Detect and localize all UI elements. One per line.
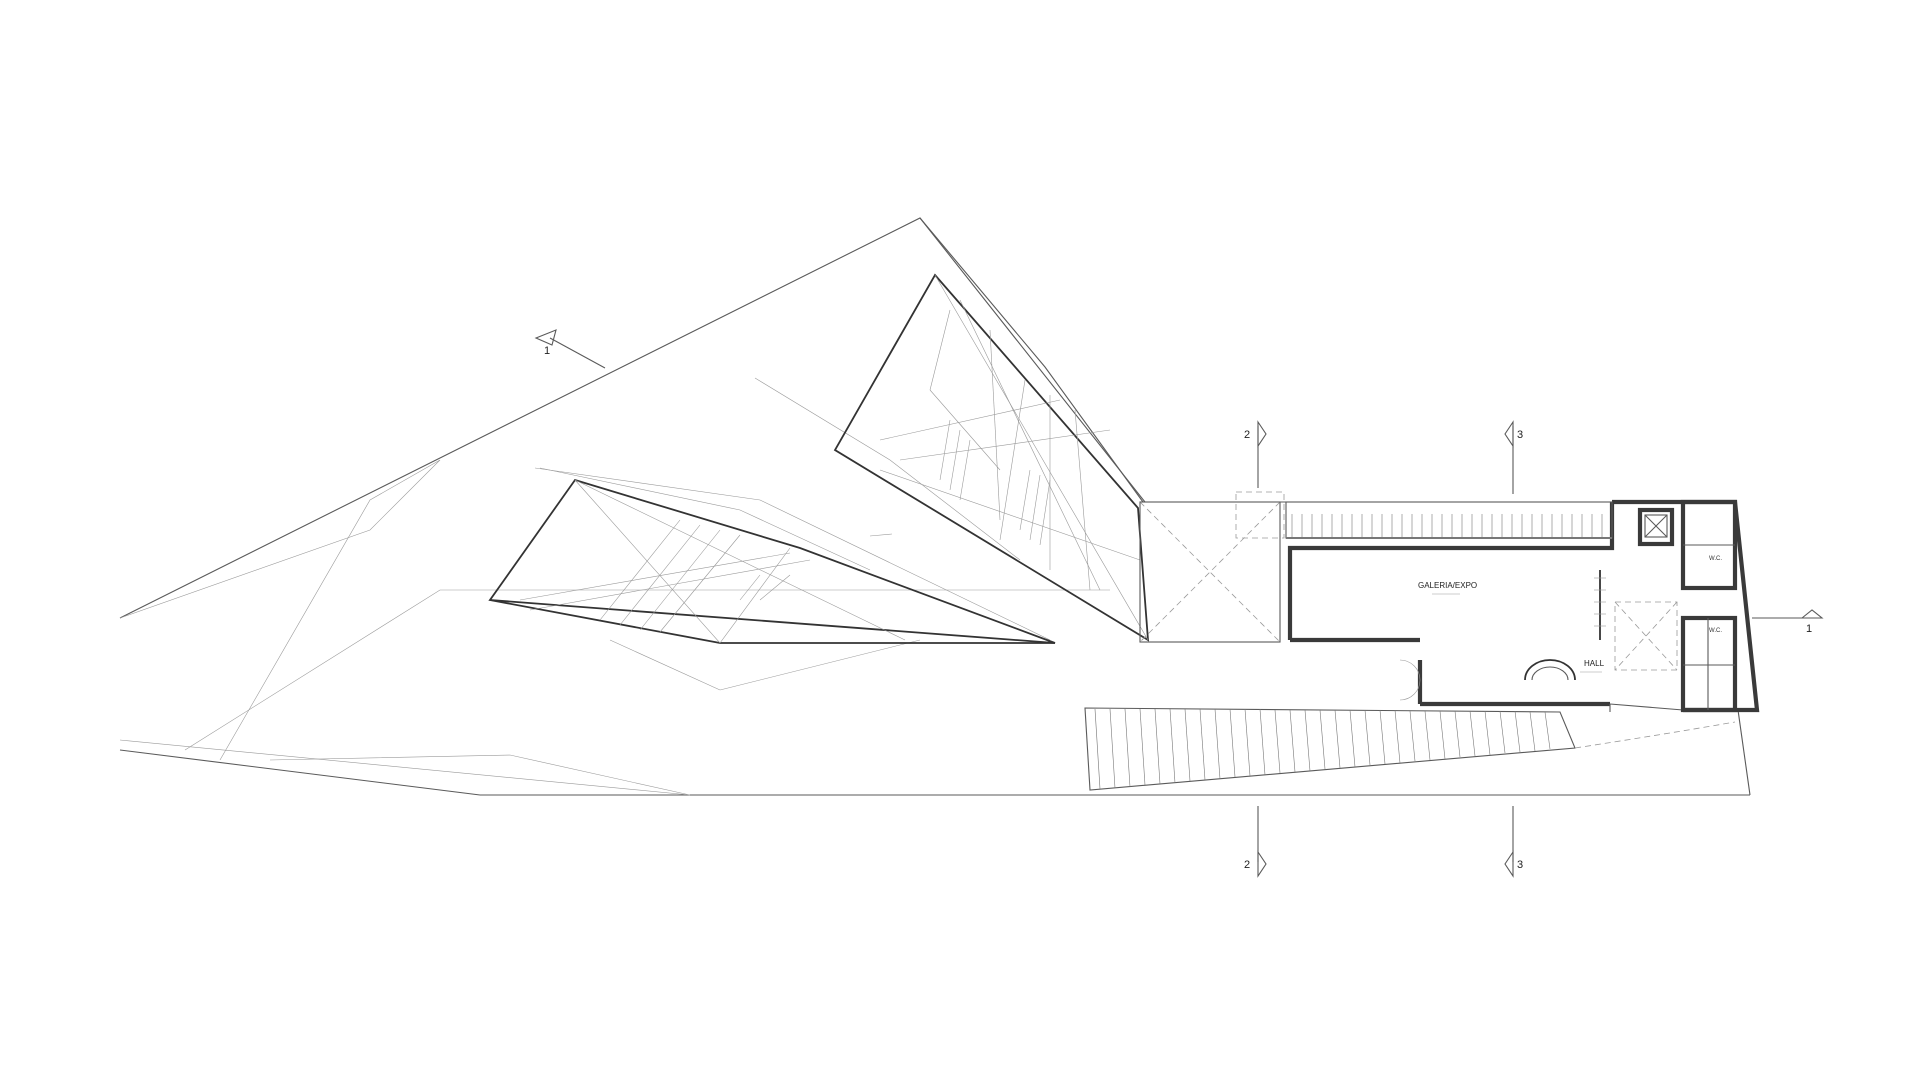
section-marker-2-bottom: 2	[1244, 806, 1267, 878]
section-marker-1-left: 1	[534, 329, 606, 369]
main-building	[1140, 499, 1760, 713]
room-label-hall: HALL	[1584, 659, 1605, 668]
room-label-wc-1: W.C.	[1709, 556, 1722, 562]
section-marker-1-right: 1	[1752, 609, 1824, 635]
section-marker-1-left-label: 1	[544, 345, 550, 357]
room-label-wc-2: W.C.	[1709, 628, 1722, 634]
stepped-seating	[1285, 501, 1613, 539]
section-marker-2-top: 2	[1244, 420, 1267, 488]
section-marker-2-top-label: 2	[1244, 429, 1250, 441]
site-outline	[119, 217, 1751, 796]
entrance-ramp	[1084, 707, 1576, 791]
skylight-sublabel-mark	[869, 533, 893, 537]
lower-skylight	[488, 478, 1056, 644]
path-curve	[1574, 721, 1736, 749]
section-marker-3-top: 3	[1504, 420, 1523, 494]
upper-skylight	[833, 273, 1150, 642]
section-marker-1-right-label: 1	[1806, 623, 1812, 635]
section-marker-3-bottom: 3	[1504, 806, 1523, 878]
bridge-square	[1139, 491, 1285, 643]
section-marker-3-top-label: 3	[1517, 429, 1523, 441]
section-marker-2-bottom-label: 2	[1244, 859, 1250, 871]
section-marker-3-bottom-label: 3	[1517, 859, 1523, 871]
room-label-gallery: GALERIA/EXPO	[1418, 581, 1477, 590]
